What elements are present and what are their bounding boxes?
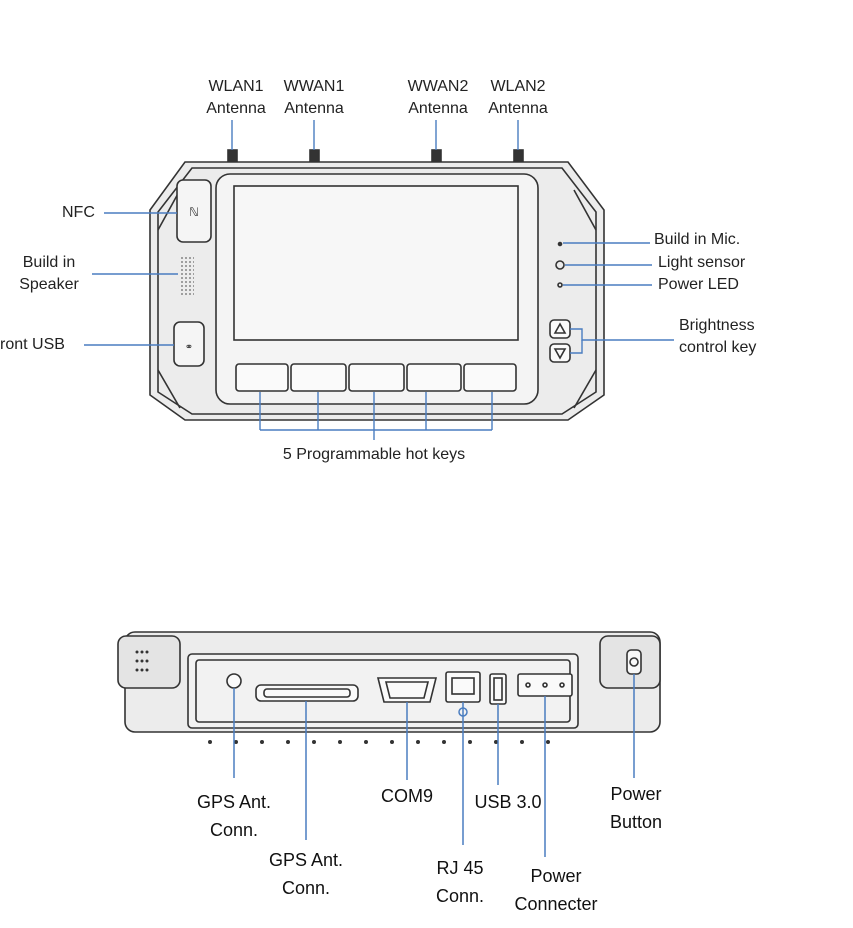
label-gps-ant-1-line1: GPS Ant. xyxy=(186,788,282,816)
label-wwan2-line1: WWAN2 xyxy=(398,76,478,98)
label-gps-ant-2-line2: Conn. xyxy=(258,874,354,902)
label-wlan1: WLAN1 Antenna xyxy=(198,76,274,120)
label-gps-ant-1: GPS Ant. Conn. xyxy=(186,788,282,844)
antenna-nubs xyxy=(228,150,523,162)
power-button xyxy=(627,650,641,674)
label-power-button-line1: Power xyxy=(596,780,676,808)
label-wwan2-line2: Antenna xyxy=(398,98,478,120)
label-power-led: Power LED xyxy=(658,274,739,296)
rj45-connector xyxy=(446,672,480,702)
label-wwan1: WWAN1 Antenna xyxy=(274,76,354,120)
label-gps-ant-2: GPS Ant. Conn. xyxy=(258,846,354,902)
label-rj45-line1: RJ 45 xyxy=(420,854,500,882)
label-speaker-line2: Speaker xyxy=(6,274,92,296)
label-light-sensor: Light sensor xyxy=(658,252,745,274)
speaker-grille xyxy=(180,256,194,296)
label-brightness-line1: Brightness xyxy=(679,315,756,337)
label-wlan1-line2: Antenna xyxy=(198,98,274,120)
gps-long-connector xyxy=(256,685,358,701)
label-hotkeys: 5 Programmable hot keys xyxy=(234,444,514,466)
usb-icon: ⚭ xyxy=(185,342,193,353)
label-nfc: NFC xyxy=(62,202,95,224)
nfc-icon: ℕ xyxy=(189,205,199,219)
label-wlan2-line2: Antenna xyxy=(478,98,558,120)
left-bumper xyxy=(118,636,180,688)
label-power-connector-line1: Power xyxy=(504,862,608,890)
label-gps-ant-2-line1: GPS Ant. xyxy=(258,846,354,874)
label-wwan1-line2: Antenna xyxy=(274,98,354,120)
front-view: ℕ ⚭ xyxy=(150,150,604,420)
label-gps-ant-1-line2: Conn. xyxy=(186,816,282,844)
label-speaker: Build in Speaker xyxy=(6,252,92,296)
label-wlan1-line1: WLAN1 xyxy=(198,76,274,98)
hot-keys xyxy=(236,364,516,391)
label-brightness: Brightness control key xyxy=(679,315,756,359)
label-power-connector-line2: Connecter xyxy=(504,890,608,918)
label-com9: COM9 xyxy=(370,782,444,810)
label-wwan2: WWAN2 Antenna xyxy=(398,76,478,120)
label-mic: Build in Mic. xyxy=(654,229,740,251)
label-rj45: RJ 45 Conn. xyxy=(420,854,500,910)
label-wlan2: WLAN2 Antenna xyxy=(478,76,558,120)
display-screen xyxy=(234,186,518,340)
label-brightness-line2: control key xyxy=(679,337,756,359)
label-rj45-line2: Conn. xyxy=(420,882,500,910)
label-front-usb: ront USB xyxy=(0,334,65,356)
label-power-connector: Power Connecter xyxy=(504,862,608,918)
label-wlan2-line1: WLAN2 xyxy=(478,76,558,98)
label-speaker-line1: Build in xyxy=(6,252,92,274)
label-usb30: USB 3.0 xyxy=(468,788,548,816)
bottom-view xyxy=(118,632,660,744)
gps-ant-connector xyxy=(227,674,241,688)
label-power-button: Power Button xyxy=(596,780,676,836)
label-power-button-line2: Button xyxy=(596,808,676,836)
label-wwan1-line1: WWAN1 xyxy=(274,76,354,98)
mic-dot xyxy=(559,243,562,246)
